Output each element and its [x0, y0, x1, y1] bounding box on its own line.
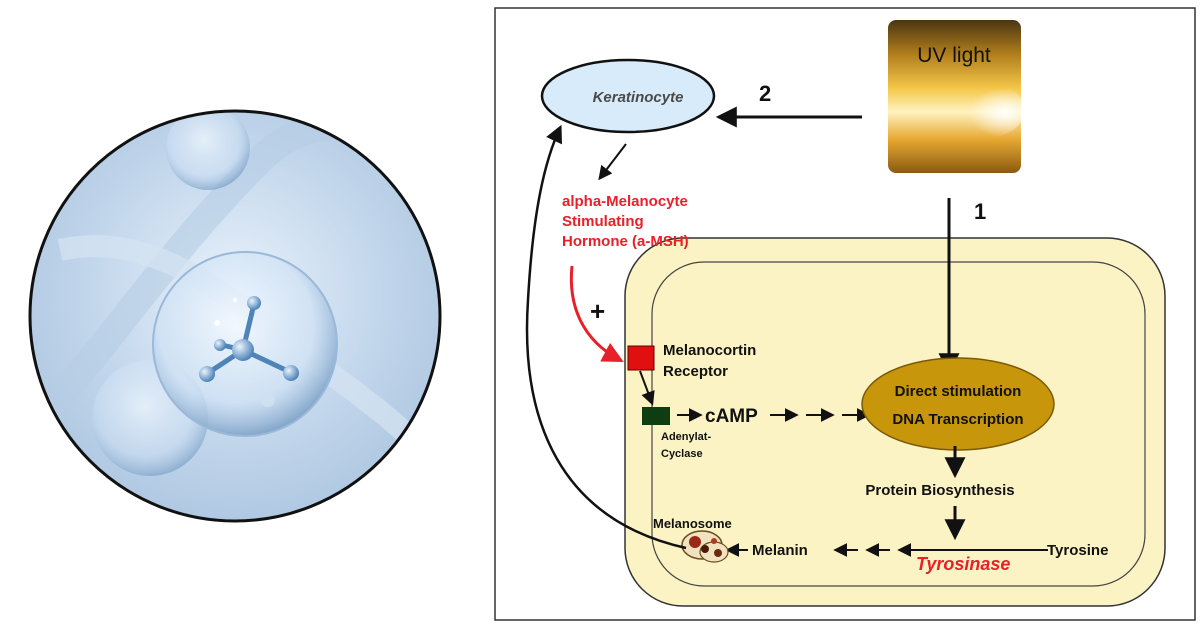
msh-line-2: Stimulating	[562, 213, 644, 230]
path-2-label: 2	[759, 81, 771, 106]
protein-label: Protein Biosynthesis	[865, 482, 1014, 499]
receptor-square	[627, 345, 655, 371]
melanosome-transfer-arrow	[525, 124, 687, 550]
tyrosinase-label: Tyrosinase	[916, 554, 1010, 574]
adenylat-square	[642, 407, 670, 425]
keratinocyte-ellipse	[540, 58, 716, 134]
camp-label: cAMP	[705, 406, 758, 427]
direct-line-1: Direct stimulation	[895, 383, 1022, 400]
msh-line-3: Hormone (a-MSH)	[562, 233, 689, 250]
msh-to-receptor-arrow	[569, 265, 624, 362]
receptor-to-adenylat-arrow	[639, 370, 655, 406]
receptor-line-2: Receptor	[663, 363, 728, 380]
msh-line-1: alpha-Melanocyte	[562, 193, 688, 210]
plus-label: +	[590, 296, 605, 326]
molecule-illustration	[31, 112, 439, 520]
direct-stimulation-ellipse	[861, 357, 1055, 451]
keratinocyte-label: Keratinocyte	[593, 89, 684, 106]
melanosome-icon	[681, 530, 729, 563]
tyrosine-label: Tyrosine	[1047, 542, 1108, 559]
receptor-line-1: Melanocortin	[663, 342, 756, 359]
melanosome-label: Melanosome	[653, 516, 732, 531]
melanin-label: Melanin	[752, 542, 808, 559]
uv-light-label: UV light	[917, 44, 991, 67]
uv-light-image	[888, 20, 1025, 173]
direct-line-2: DNA Transcription	[892, 411, 1023, 428]
illustration-border	[28, 109, 442, 523]
adenylat-line-2: Cyclase	[661, 448, 703, 460]
msh-label: alpha-Melanocyte Stimulating Hormone (a-…	[562, 193, 689, 250]
adenylat-line-1: Adenylat-	[661, 431, 711, 443]
path-1-label: 1	[974, 199, 986, 224]
keratinocyte-to-msh-arrow	[598, 143, 627, 181]
